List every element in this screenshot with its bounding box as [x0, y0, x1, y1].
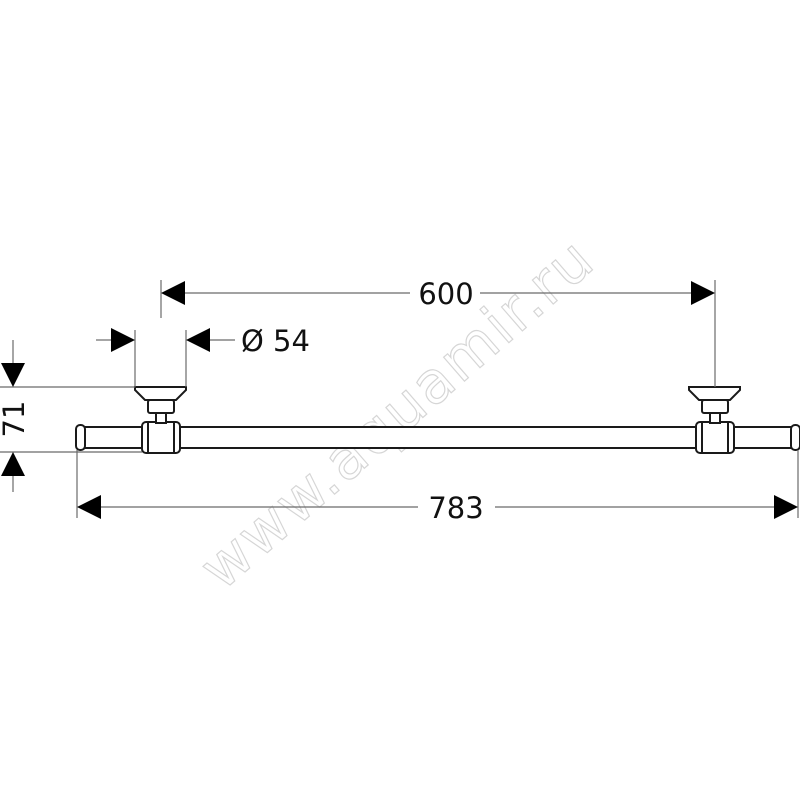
- dimension-label-783: 783: [428, 491, 483, 525]
- arrow-up-icon: [1, 452, 25, 476]
- right-bracket: [688, 386, 741, 454]
- arrow-right-icon: [111, 328, 135, 352]
- left-end-cap: [75, 424, 86, 451]
- dimension-label-600: 600: [418, 277, 473, 311]
- bar-tube: [79, 426, 797, 449]
- left-bracket: [134, 386, 187, 454]
- arrow-right-icon: [774, 495, 798, 519]
- dimension-600: 600: [160, 277, 716, 387]
- right-bracket-cup: [701, 399, 729, 414]
- watermark: www.aquamir.ru: [186, 224, 608, 603]
- dimension-label-diameter: Ø 54: [241, 324, 310, 358]
- arrow-left-icon: [186, 328, 210, 352]
- dimension-783: 783: [76, 450, 799, 525]
- dimension-71: 71: [0, 340, 142, 492]
- left-bracket-cup: [147, 399, 175, 414]
- arrow-left-icon: [77, 495, 101, 519]
- towel-bar: [75, 386, 800, 454]
- left-wall-flange: [134, 386, 187, 401]
- arrow-right-icon: [691, 281, 715, 305]
- dimension-diameter: Ø 54: [96, 324, 310, 387]
- right-bracket-stem: [709, 412, 721, 424]
- arrow-down-icon: [1, 363, 25, 387]
- right-wall-flange: [688, 386, 741, 401]
- right-end-cap: [790, 424, 800, 451]
- arrow-left-icon: [161, 281, 185, 305]
- left-bracket-stem: [155, 412, 167, 424]
- dimension-label-71: 71: [0, 401, 31, 438]
- watermark-text: www.aquamir.ru: [187, 224, 608, 602]
